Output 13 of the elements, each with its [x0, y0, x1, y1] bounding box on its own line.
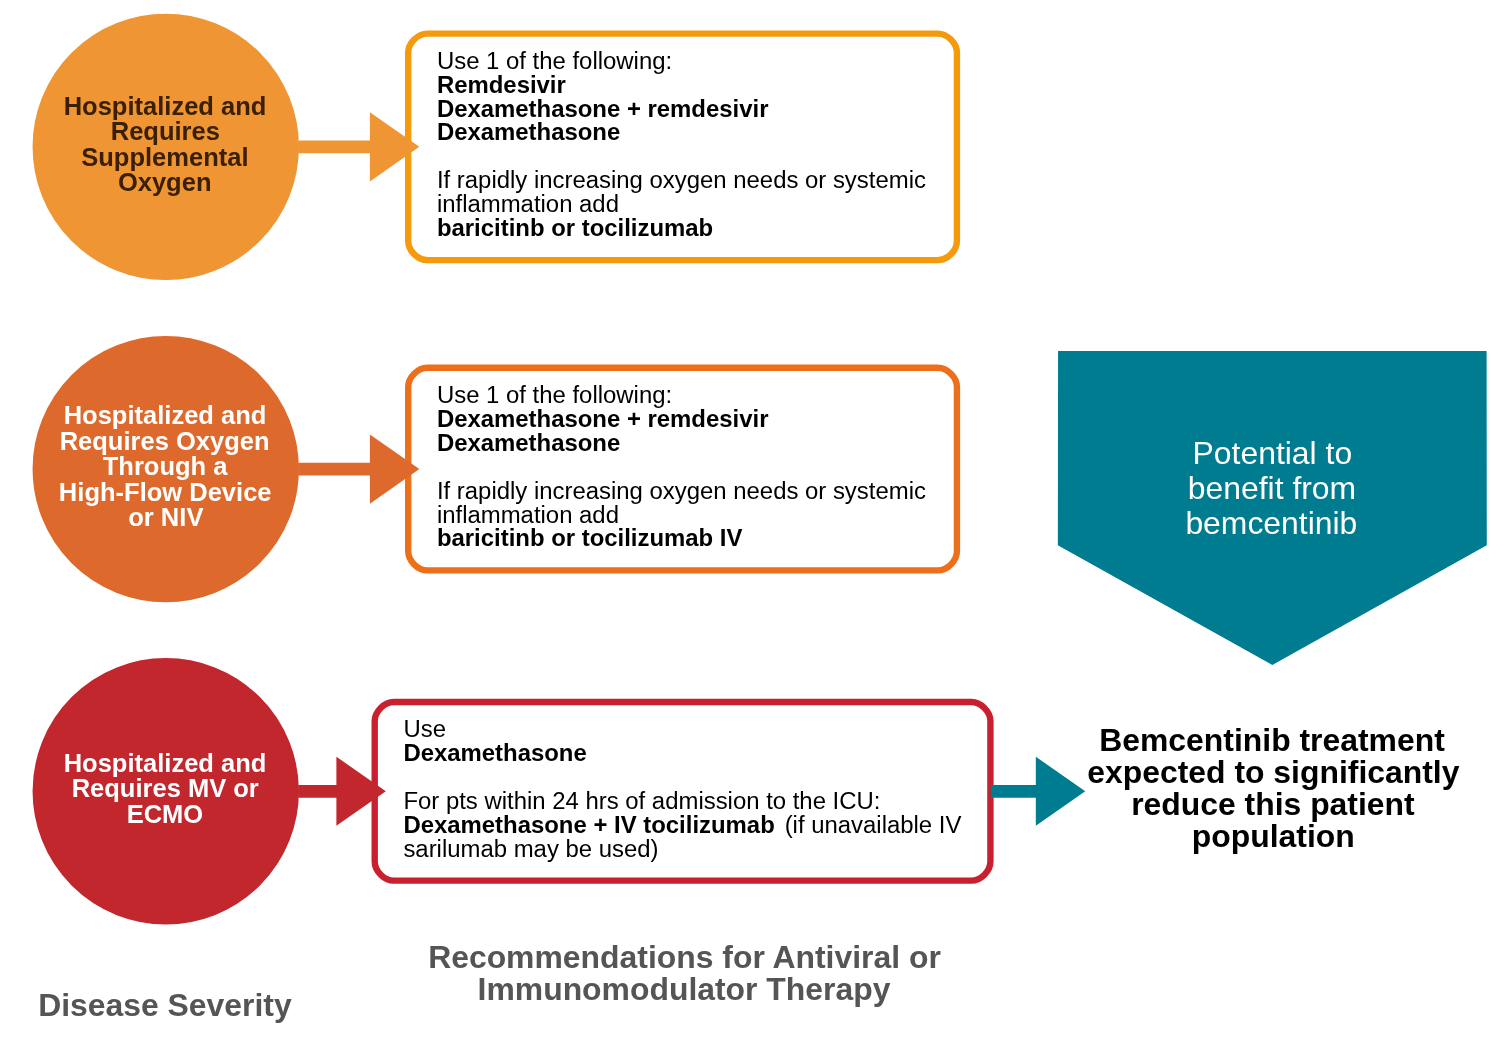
- arrow: [990, 756, 1086, 826]
- arrow: [298, 756, 386, 826]
- node-circle: Hospitalized and Requires MV or ECMO: [32, 658, 299, 925]
- node-circle: Hospitalized and Requires Supplemental Oxygen: [32, 13, 299, 281]
- arrow: [298, 112, 420, 182]
- node-text: Bemcentinib treatment expected to significantly reduce this patient population: [1087, 722, 1460, 855]
- arrow: [298, 434, 420, 504]
- label: Recommendations for Antiviral or Immunomodulator Therapy: [428, 939, 941, 1008]
- node-box: Use 1 of the following: Remdesivir Dexamethasone + remdesivir Dexamethasone If rapidly increasing oxygen needs or systemic inflammation add baricitinb or tocilizumab: [405, 30, 961, 264]
- node-box: Use 1 of the following: Dexamethasone + remdesivir Dexamethasone If rapidly increasing oxygen needs or systemic inflammation add baricitinb or tocilizumab IV: [405, 364, 961, 574]
- node-circle: Hospitalized and Requires Oxygen Through a High-Flow Device or NIV: [32, 335, 299, 603]
- node-box: Use Dexamethasone For pts within 24 hrs of admission to the ICU: Dexamethasone + IV tocilizumab (if unavailable IV sarilumab may be used): [371, 698, 994, 884]
- label: Disease Severity: [38, 987, 292, 1024]
